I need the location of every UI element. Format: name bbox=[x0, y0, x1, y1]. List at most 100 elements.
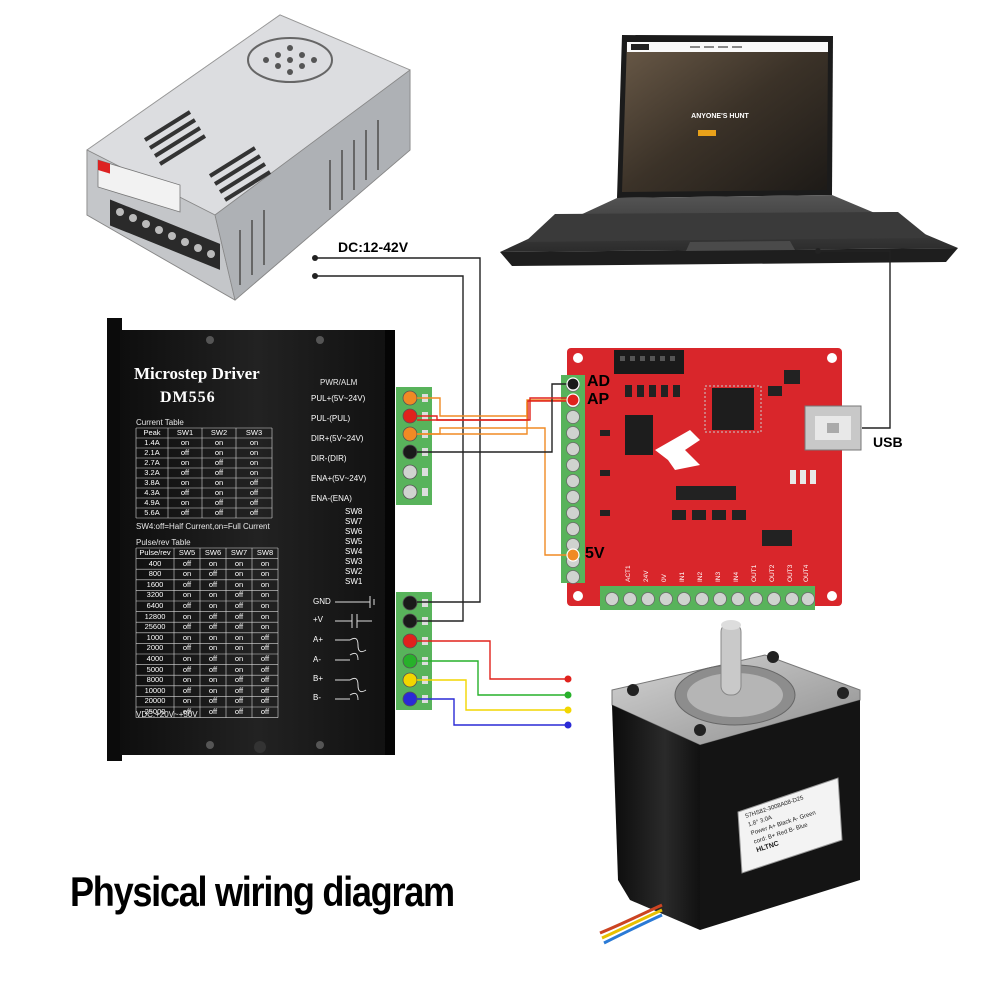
current_table-cell: on bbox=[214, 478, 224, 487]
pulse_table-cell: off bbox=[260, 632, 270, 642]
pulse_table-cell: off bbox=[208, 664, 218, 674]
pulse_table-cell: off bbox=[208, 569, 218, 579]
current_table-cell: 2.1A bbox=[144, 448, 160, 457]
pulse_table-header-cell: Pulse/rev bbox=[139, 548, 171, 557]
current_table-cell: off bbox=[214, 508, 224, 517]
current_table-cell: on bbox=[214, 438, 224, 447]
terminal-label: SW7 bbox=[345, 517, 363, 526]
current_table-header-cell: SW3 bbox=[245, 428, 263, 437]
current_table-cell: on bbox=[180, 458, 190, 467]
pulse_table-cell: off bbox=[182, 622, 192, 632]
pulse_table-cell: off bbox=[234, 622, 244, 632]
pulse_table-cell: on bbox=[260, 590, 270, 600]
power-supply-label: DC:12-42V bbox=[338, 239, 409, 255]
pulse_table-cell: on bbox=[260, 569, 270, 579]
power-supply-unit bbox=[86, 14, 411, 301]
board-io-label: 0V bbox=[661, 573, 668, 582]
terminal-label: DIR+(5V~24V) bbox=[311, 434, 364, 443]
current_table-cell: 2.7A bbox=[144, 458, 160, 467]
pulse_table-cell: on bbox=[208, 590, 218, 600]
pulse_table-cell: off bbox=[234, 601, 244, 610]
pulse_table-cell: on bbox=[208, 643, 218, 653]
pulse_table-cell: on bbox=[260, 601, 270, 610]
pulse_table-cell: on bbox=[234, 632, 244, 642]
terminal-label: SW5 bbox=[345, 537, 363, 546]
current_table-cell: off bbox=[180, 488, 190, 497]
pulse_table-cell: off bbox=[234, 696, 244, 706]
pulse_table-cell: 5000 bbox=[146, 664, 164, 674]
pulse_table-cell: off bbox=[182, 685, 192, 695]
terminal-label: SW1 bbox=[345, 577, 363, 586]
pulse_table-cell: on bbox=[208, 632, 218, 642]
pulse_table-cell: 1600 bbox=[146, 579, 164, 589]
terminal-label: SW8 bbox=[345, 507, 363, 516]
pulse_table-cell: on bbox=[260, 611, 270, 621]
current_table-cell: off bbox=[214, 458, 224, 467]
pulse_table-cell: off bbox=[260, 707, 270, 716]
pulse_table-cell: off bbox=[208, 611, 218, 621]
wiring bbox=[312, 248, 891, 729]
pulse_table-cell: on bbox=[260, 579, 270, 589]
pulse_table-cell: off bbox=[234, 675, 244, 685]
pulse_table-cell: on bbox=[182, 632, 192, 642]
pulse_table-cell: off bbox=[234, 707, 244, 716]
current_table-cell: off bbox=[249, 478, 259, 487]
driver-title: Microstep Driver bbox=[134, 364, 260, 383]
terminal-label: PUL+(5V~24V) bbox=[311, 394, 366, 403]
pulse_table-cell: off bbox=[208, 622, 218, 632]
pulse_table-cell: off bbox=[208, 654, 218, 663]
pulse_table-cell: off bbox=[182, 579, 192, 589]
pulse_table-cell: on bbox=[234, 569, 244, 579]
current_table-cell: on bbox=[249, 438, 259, 447]
terminal-label: SW3 bbox=[345, 557, 363, 566]
pulse_table-cell: on bbox=[182, 675, 192, 685]
pulse_table-cell: on bbox=[182, 569, 192, 579]
current_table-cell: on bbox=[180, 498, 190, 507]
pulse_table-cell: off bbox=[182, 558, 192, 568]
terminal-label: A+ bbox=[313, 635, 324, 644]
pulse_table-cell: on bbox=[182, 696, 192, 706]
current_table-header-cell: Peak bbox=[143, 428, 161, 437]
current_table-cell: 3.8A bbox=[144, 478, 160, 487]
pulse_table-cell: off bbox=[260, 664, 270, 674]
pulse_table-cell: off bbox=[182, 643, 192, 653]
current_table-cell: off bbox=[249, 498, 259, 507]
pulse_table-header-cell: SW8 bbox=[256, 548, 274, 557]
pulse_table-cell: on bbox=[234, 579, 244, 589]
board-io-label: OUT4 bbox=[803, 564, 810, 582]
current_table-cell: 5.6A bbox=[144, 508, 160, 517]
pulse_table-cell: off bbox=[260, 643, 270, 653]
pin-5v-label: 5V bbox=[585, 545, 605, 562]
pulse_table-cell: off bbox=[208, 696, 218, 706]
current_table-cell: off bbox=[249, 508, 259, 517]
terminal-label: SW4 bbox=[345, 547, 363, 556]
current_table-cell: on bbox=[180, 478, 190, 487]
pin-ad-label: AD bbox=[587, 373, 611, 390]
pulse-table-caption: Pulse/rev Table bbox=[136, 538, 191, 547]
pulse_table-cell: 10000 bbox=[144, 685, 166, 695]
terminal-label: ENA+(5V~24V) bbox=[311, 474, 367, 483]
pulse_table-header-cell: SW5 bbox=[178, 548, 196, 557]
pulse_table-cell: on bbox=[234, 664, 244, 674]
current_table-cell: on bbox=[249, 448, 259, 457]
pulse_table-cell: on bbox=[182, 654, 192, 663]
board-io-label: IN2 bbox=[697, 572, 704, 583]
terminal-label: +V bbox=[313, 615, 324, 624]
board-io-label: IN3 bbox=[715, 572, 722, 583]
board-io-label: OUT2 bbox=[769, 564, 776, 582]
pulse_table-cell: on bbox=[208, 675, 218, 685]
terminal-label: DIR-(DIR) bbox=[311, 454, 347, 463]
current_table-cell: off bbox=[249, 488, 259, 497]
pulse_table-cell: off bbox=[260, 675, 270, 685]
current_table-cell: on bbox=[249, 458, 259, 467]
terminal-label: A- bbox=[313, 655, 321, 664]
pulse_table-cell: on bbox=[234, 558, 244, 568]
pulse_table-cell: 2000 bbox=[146, 643, 164, 653]
pulse_table-cell: off bbox=[260, 696, 270, 706]
pulse_table-cell: 25600 bbox=[144, 622, 166, 632]
pulse_table-cell: 8000 bbox=[146, 675, 164, 685]
laptop: ANYONE'S HUNT bbox=[500, 35, 958, 266]
pulse_table-cell: 12800 bbox=[144, 611, 166, 621]
pulse_table-cell: on bbox=[182, 590, 192, 600]
